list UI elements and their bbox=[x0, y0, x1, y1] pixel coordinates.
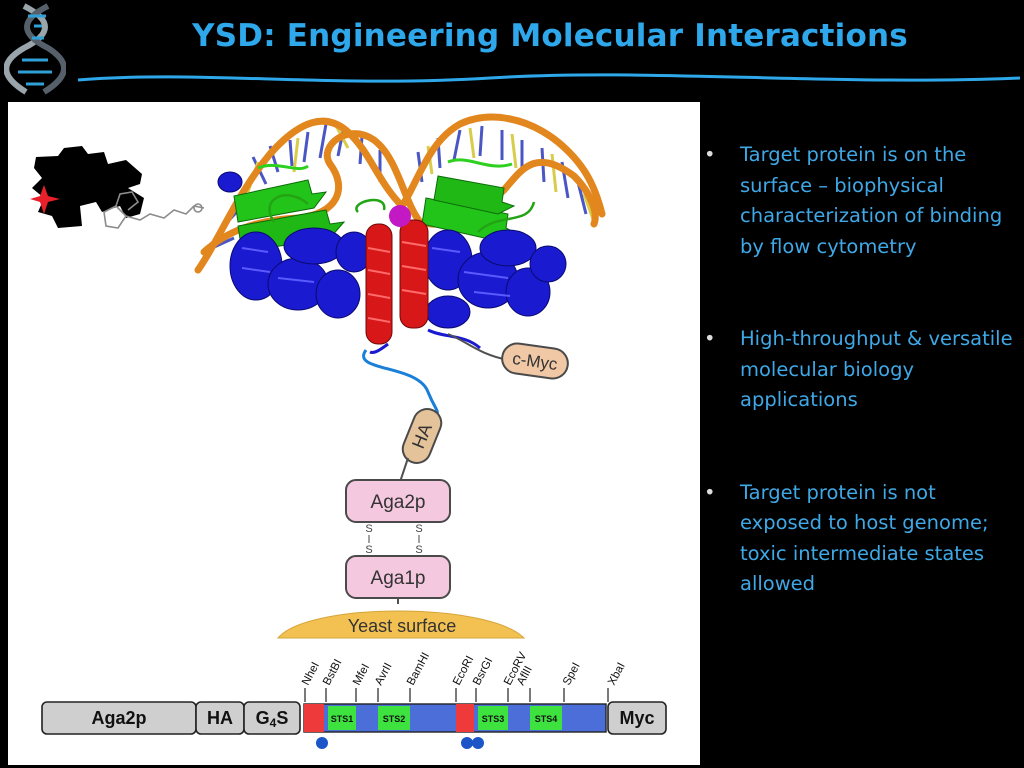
nhei-segment bbox=[304, 704, 324, 732]
slide-title: YSD: Engineering Molecular Interactions bbox=[150, 18, 950, 54]
figure-panel: c-Myc HA Aga2p S S S S bbox=[8, 102, 700, 765]
bullet-item: • Target protein is on the surface – bio… bbox=[704, 140, 1020, 262]
ysd-figure: c-Myc HA Aga2p S S S S bbox=[8, 102, 700, 765]
bullet-marker: • bbox=[704, 140, 716, 171]
site-label: MfeI bbox=[351, 662, 372, 687]
cmyc-tag: c-Myc bbox=[500, 342, 570, 381]
aga2p-block-label: Aga2p bbox=[91, 708, 146, 728]
sts-label: STS1 bbox=[331, 714, 354, 724]
bullet-list: • Target protein is on the surface – bio… bbox=[704, 140, 1020, 600]
bullet-item: • High-throughput & versatile molecular … bbox=[704, 324, 1020, 416]
site-label: BstBI bbox=[321, 658, 344, 688]
dna-logo-icon bbox=[4, 2, 66, 97]
site-marker bbox=[461, 737, 473, 749]
aga2p-label: Aga2p bbox=[371, 492, 426, 513]
bullet-text: Target protein is on the surface – bioph… bbox=[740, 143, 1002, 258]
disulfide-s: S bbox=[415, 544, 422, 556]
alpha-helices-red bbox=[366, 220, 428, 344]
bullet-marker: • bbox=[704, 478, 716, 509]
disulfide-s: S bbox=[365, 523, 372, 535]
sts-label: STS2 bbox=[383, 714, 406, 724]
restriction-site-labels: NheI BstBI MfeI AvrII BamHI EcoRI BsrGI … bbox=[300, 650, 628, 687]
bullet-text: Target protein is not exposed to host ge… bbox=[740, 481, 989, 596]
bullet-text: High-throughput & versatile molecular bi… bbox=[740, 327, 1013, 411]
aga2p-box: Aga2p bbox=[346, 480, 450, 522]
sts-label: STS3 bbox=[482, 714, 505, 724]
site-markers bbox=[316, 737, 484, 749]
disulfide-s: S bbox=[365, 544, 372, 556]
aga1p-label: Aga1p bbox=[371, 568, 426, 589]
title-underline bbox=[70, 66, 1024, 90]
ha-tag: HA bbox=[399, 405, 446, 467]
restriction-site-ticks bbox=[305, 688, 608, 702]
bullet-marker: • bbox=[704, 324, 716, 355]
site-marker bbox=[316, 737, 328, 749]
site-marker bbox=[472, 737, 484, 749]
magenta-ligand-site bbox=[389, 205, 411, 227]
myc-block-label: Myc bbox=[619, 708, 654, 728]
site-label: AvrII bbox=[373, 661, 395, 687]
yeast-surface-label: Yeast surface bbox=[348, 616, 456, 636]
ecori-segment bbox=[456, 704, 474, 732]
site-label: XbaI bbox=[606, 661, 628, 688]
ha-block-label: HA bbox=[207, 708, 233, 728]
disulfide-bonds: S S S S bbox=[365, 523, 422, 556]
bullet-item: • Target protein is not exposed to host … bbox=[704, 478, 1020, 600]
yeast-surface: Yeast surface bbox=[278, 611, 524, 638]
aga1p-box: Aga1p bbox=[346, 556, 450, 598]
disulfide-s: S bbox=[415, 523, 422, 535]
site-label: SpeI bbox=[561, 661, 583, 688]
sts-label: STS4 bbox=[535, 714, 558, 724]
ha-to-aga2p-link bbox=[400, 458, 408, 482]
site-label: BamHI bbox=[405, 651, 432, 688]
ligand-molecule bbox=[104, 192, 204, 228]
site-label: NheI bbox=[300, 660, 322, 687]
construct-bar: Aga2p HA G4S STS1 STS2 STS3 STS4 Myc bbox=[42, 702, 666, 734]
